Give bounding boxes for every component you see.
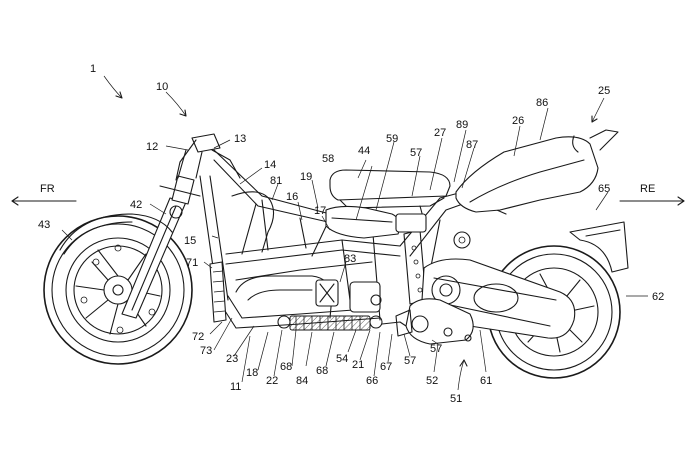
numeral: 66 [366, 375, 378, 387]
numeral: 43 [38, 219, 50, 231]
shock-spring [277, 315, 413, 331]
arrow-right-icon [619, 196, 685, 206]
numeral: 19 [300, 171, 312, 183]
numeral: 51 [450, 393, 462, 405]
numeral: 87 [466, 139, 478, 151]
numeral: 13 [234, 133, 246, 145]
numeral: 65 [598, 183, 610, 195]
seat [325, 169, 451, 239]
leader-arrowheads [115, 91, 598, 367]
numeral: 83 [344, 253, 356, 265]
numeral: 57 [430, 343, 442, 355]
numeral: 18 [246, 367, 258, 379]
numeral: 57 [404, 355, 416, 367]
numeral: 89 [456, 119, 468, 131]
front-fork [59, 175, 201, 319]
front-direction-indicator: FR [11, 183, 77, 206]
numeral: 72 [192, 331, 204, 343]
numeral: 57 [410, 147, 422, 159]
numeral: 62 [652, 291, 664, 303]
numeral: 52 [426, 375, 438, 387]
rear-direction-indicator: RE [619, 183, 685, 206]
leader-lines [61, 75, 648, 391]
numeral: 44 [358, 145, 370, 157]
numeral: 86 [536, 97, 548, 109]
reference-numerals: 1 10 12 13 14 15 16 17 18 19 11 21 22 23… [38, 63, 664, 405]
numeral: 12 [146, 141, 158, 153]
front-direction-label: FR [40, 183, 55, 195]
numeral: 11 [230, 381, 241, 393]
numeral: 54 [336, 353, 348, 365]
rear-direction-label: RE [640, 183, 655, 195]
front-wheel [43, 215, 193, 365]
numeral: 84 [296, 375, 308, 387]
numeral: 15 [184, 235, 196, 247]
numeral: 61 [480, 375, 492, 387]
rear-bodywork [455, 129, 629, 273]
numeral: 16 [286, 191, 298, 203]
radiator [209, 191, 275, 323]
steering-head [175, 133, 241, 181]
numeral: 58 [322, 153, 334, 165]
numeral: 68 [280, 361, 292, 373]
numeral: 21 [352, 359, 364, 371]
numeral: 81 [270, 175, 282, 187]
numeral: 17 [314, 205, 326, 217]
numeral: 1 [90, 63, 96, 75]
numeral: 23 [226, 353, 238, 365]
numeral: 26 [512, 115, 524, 127]
numeral: 27 [434, 127, 446, 139]
numeral: 71 [186, 257, 198, 269]
swing-arm [395, 258, 576, 345]
numeral: 22 [266, 375, 278, 387]
numeral: 14 [264, 159, 276, 171]
numeral: 10 [156, 81, 168, 93]
numeral: 25 [598, 85, 610, 97]
numeral: 42 [130, 199, 142, 211]
arrow-left-icon [11, 196, 77, 206]
numeral: 68 [316, 365, 328, 377]
engine [235, 275, 382, 319]
numeral: 67 [380, 361, 392, 373]
numeral: 73 [200, 345, 212, 357]
numeral: 59 [386, 133, 398, 145]
